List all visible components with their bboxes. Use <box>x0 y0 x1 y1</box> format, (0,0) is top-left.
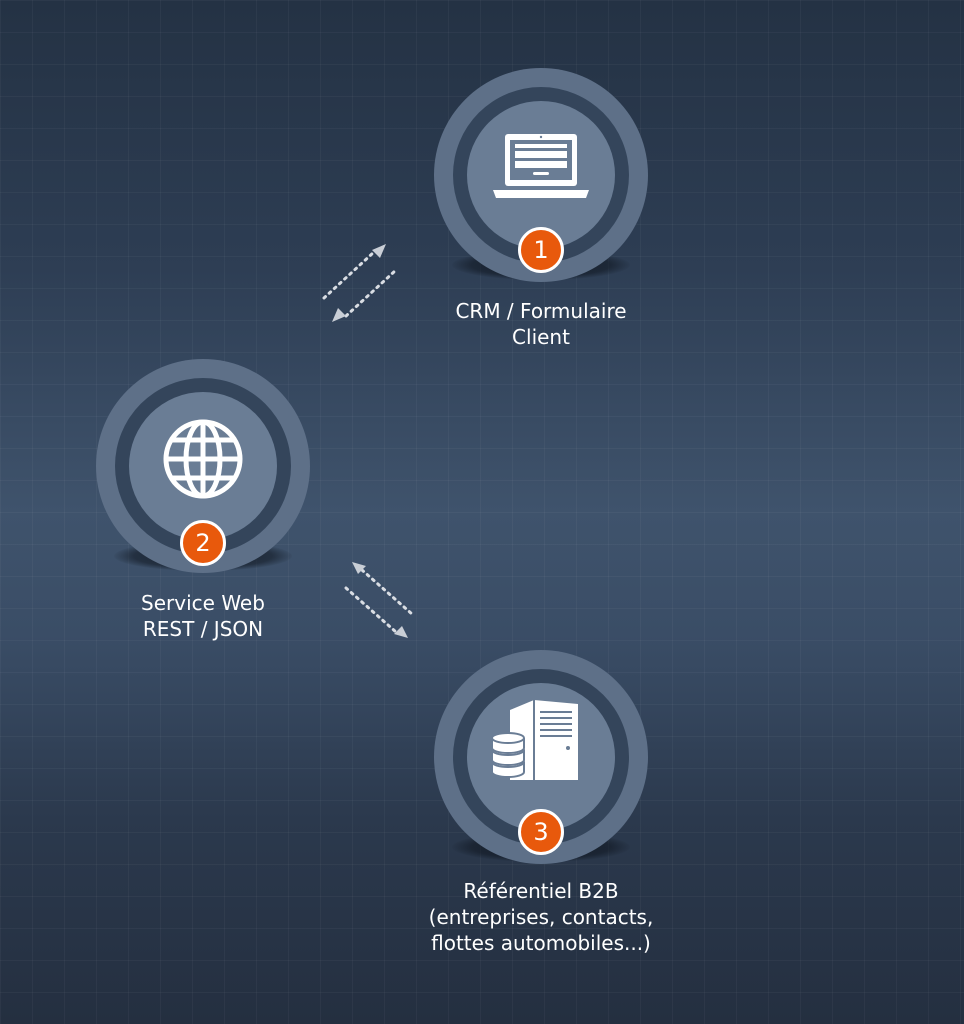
label-line: REST / JSON <box>142 617 264 641</box>
label-line: flottes automobiles...) <box>431 931 651 955</box>
node-label-crm: CRM / Formulaire Client <box>391 298 691 350</box>
label-line: Service Web <box>141 591 265 615</box>
label-line: (entreprises, contacts, <box>428 905 654 929</box>
label-line: CRM / Formulaire <box>455 299 627 323</box>
node-label-web-service: Service Web REST / JSON <box>53 590 353 642</box>
node-referentiel: 3 <box>434 650 648 864</box>
node-label-referentiel: Référentiel B2B (entreprises, contacts, … <box>391 878 691 956</box>
exchange-arrow-ws-crm <box>322 244 398 322</box>
server-database-icon <box>491 700 578 780</box>
step-badge-2: 2 <box>180 520 226 566</box>
globe-icon <box>163 419 243 499</box>
label-line: Client <box>512 325 570 349</box>
exchange-arrow-ws-ref <box>344 562 414 638</box>
node-crm: 1 <box>434 68 648 282</box>
label-line: Référentiel B2B <box>463 879 619 903</box>
step-badge-1: 1 <box>518 227 564 273</box>
step-badge-3: 3 <box>518 809 564 855</box>
laptop-icon <box>493 134 589 198</box>
node-web-service: 2 <box>96 359 310 573</box>
